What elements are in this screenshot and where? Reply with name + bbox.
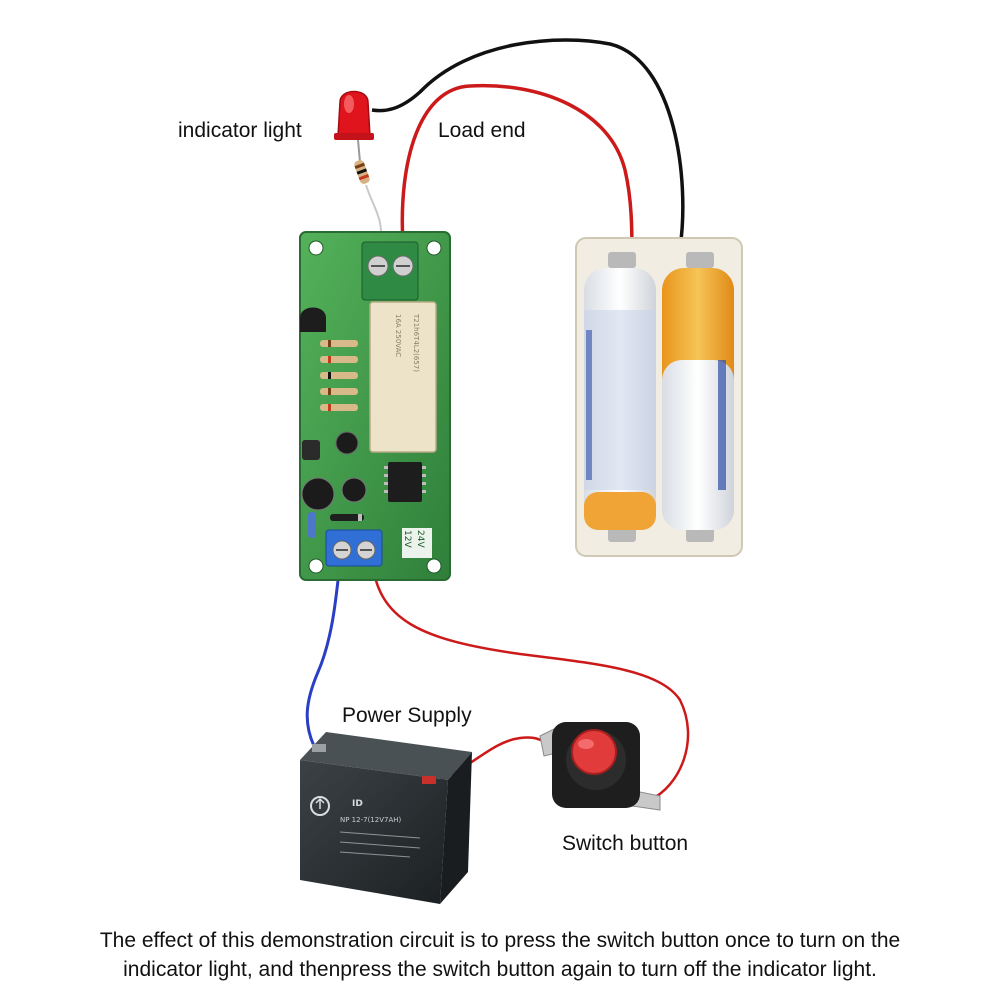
capacitor-large [301,477,335,511]
caption: The effect of this demonstration circuit… [20,926,980,984]
diode [330,514,364,521]
relay-marking-2: 16A 250VAC [394,314,402,357]
switch-button [539,722,661,811]
voltage-selector [402,528,432,558]
capacitor-mid [341,477,367,503]
caption-line-1: The effect of this demonstration circuit… [99,929,901,952]
capacitor-small [335,431,359,455]
voltage-24v: 24V [415,530,425,548]
voltage-12v: 12V [402,530,412,548]
switch-red-cap [571,729,617,775]
resistor [354,160,370,184]
indicator-led [334,90,374,140]
battery-positive-terminal [422,776,436,784]
led-resistor-wire [357,139,361,163]
black-wire [371,38,685,249]
aa-battery-holder [575,237,743,557]
caption-line-2: indicator light, and thenpress the switc… [123,958,877,981]
battery-brand: ID [352,799,363,809]
recycle-icon [310,796,330,816]
load-end-label: Load end [438,119,526,142]
ic-chip [388,462,422,502]
power-supply-label: Power Supply [342,704,472,727]
switch-button-label: Switch button [562,832,688,855]
transistor [300,307,326,332]
blue-power-wire [305,561,342,747]
battery-negative-terminal [312,744,326,752]
indicator-light-label: indicator light [178,119,302,142]
red-load-wire [400,83,634,259]
battery-cell-left [584,268,656,530]
relay [369,301,437,453]
wires [305,38,690,802]
pcb-resistors [320,340,358,411]
lead-acid-battery: ID NP 12-7(12V7AH) [300,732,472,904]
battery-cell-right [662,268,734,530]
relay-module-board: T21h6T4L2(657) 16A 250VAC [299,231,451,581]
relay-marking-1: T21h6T4L2(657) [412,313,420,372]
battery-spec: NP 12-7(12V7AH) [340,816,402,824]
red-switch-wire [370,559,690,802]
